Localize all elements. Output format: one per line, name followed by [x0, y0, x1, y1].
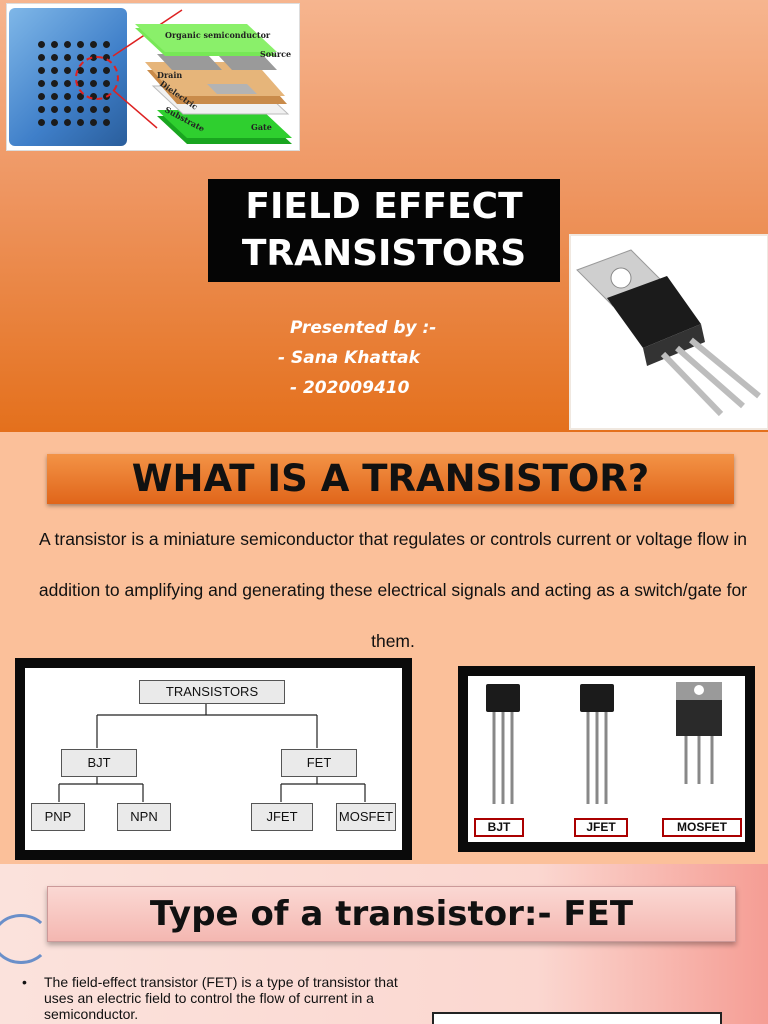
drain-label: Drain	[157, 70, 183, 80]
mosfet-package	[676, 700, 722, 736]
flexible-array-photo	[9, 8, 127, 146]
to220-transistor-image	[576, 249, 761, 417]
presenter-id: - 202009410	[290, 378, 410, 398]
tree-node-pnp: PNP	[31, 803, 85, 831]
presented-by-label: Presented by :-	[290, 318, 437, 338]
next-figure-box	[432, 1012, 722, 1024]
tree-node-fet: FET	[281, 749, 357, 777]
presenter-name: - Sana Khattak	[278, 348, 420, 368]
definition-paragraph: A transistor is a miniature semiconducto…	[38, 529, 748, 651]
tree-node-bjt: BJT	[61, 749, 137, 777]
tree-node-jfet: JFET	[251, 803, 313, 831]
decorative-swirl	[0, 914, 50, 964]
fet-component-photo	[569, 234, 768, 430]
organic-semiconductor-label: Organic semiconductor	[165, 30, 271, 40]
transistor-tree-diagram: TRANSISTORS BJT FET PNP NPN JFET MOSFET	[15, 658, 412, 860]
fet-types-slide: Type of a transistor:- FET • The field-e…	[0, 864, 768, 1024]
slide-heading: WHAT IS A TRANSISTOR?	[47, 454, 734, 504]
fet-definition-bullet: • The field-effect transistor (FET) is a…	[22, 974, 402, 1022]
part-label-mosfet: MOSFET	[662, 818, 742, 837]
transistor-types-photo: BJT JFET MOSFET	[458, 666, 755, 852]
bullet-mark: •	[22, 974, 27, 990]
title-line-2: TRANSISTORS	[241, 233, 527, 274]
bullet-text: The field-effect transistor (FET) is a t…	[44, 974, 398, 1022]
source-label: Source	[260, 49, 292, 59]
jfet-package	[580, 684, 614, 712]
title-line-1: FIELD EFFECT	[245, 186, 523, 227]
part-label-bjt: BJT	[474, 818, 524, 837]
gate-label: Gate	[251, 122, 272, 132]
tree-node-npn: NPN	[117, 803, 171, 831]
tree-node-mosfet: MOSFET	[336, 803, 396, 831]
title-slide: Organic semiconductor Source Drain Diele…	[0, 0, 768, 432]
transistor-stack-diagram	[112, 9, 292, 144]
tree-node-transistors: TRANSISTORS	[139, 680, 285, 704]
slide-title: FIELD EFFECT TRANSISTORS	[208, 179, 560, 282]
organic-transistor-figure: Organic semiconductor Source Drain Diele…	[6, 3, 300, 151]
part-label-jfet: JFET	[574, 818, 628, 837]
slide-heading: Type of a transistor:- FET	[47, 886, 736, 942]
transistor-definition-slide: WHAT IS A TRANSISTOR? A transistor is a …	[0, 432, 768, 864]
presenter-block: Presented by :- - Sana Khattak - 2020094…	[260, 313, 436, 403]
bjt-package	[486, 684, 520, 712]
